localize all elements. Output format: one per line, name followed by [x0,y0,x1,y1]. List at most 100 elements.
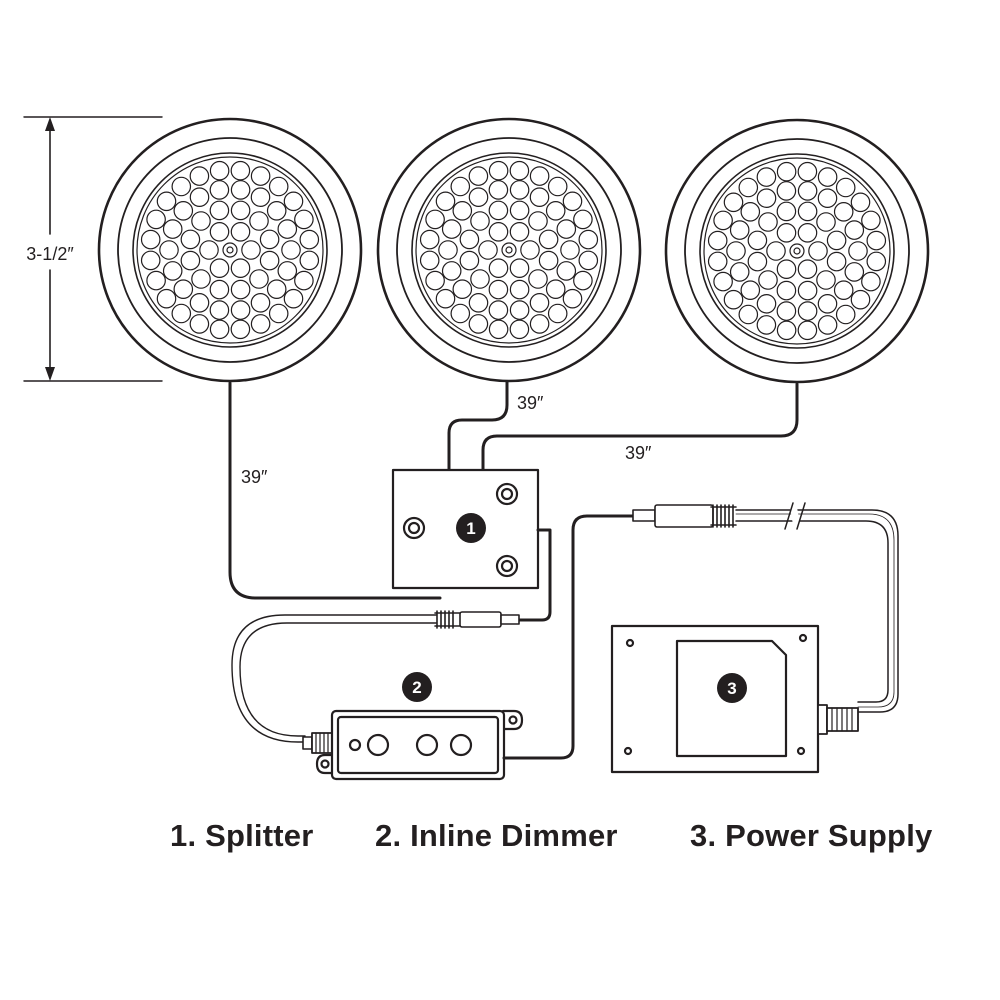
led [189,314,210,334]
led [189,292,210,313]
led [230,160,251,181]
led [547,176,568,197]
led [209,160,230,181]
led [538,250,559,271]
led [509,300,530,320]
led [833,202,854,222]
led [277,219,298,239]
led [162,261,183,281]
led [776,259,797,279]
led [209,279,230,300]
puck-center-dot [793,247,801,255]
led [817,188,838,208]
led [509,222,530,242]
cable-left-light [228,381,442,600]
led [797,201,818,222]
puck-outer-rim [376,117,642,383]
led [470,211,490,231]
led [191,269,211,289]
led [209,258,230,278]
puck-outer-rim [664,118,930,384]
puck-center-dot [226,246,234,254]
led [835,177,856,198]
led [578,250,599,271]
led [156,191,177,212]
led [250,292,271,313]
led [283,191,304,212]
led [468,166,489,186]
led [450,176,471,197]
led [162,219,183,239]
puck-lens-ring [132,152,328,348]
led [488,200,509,221]
led [776,301,797,321]
led [560,240,580,260]
led [766,241,786,261]
led [797,320,818,341]
led [850,289,871,310]
cable-middle-light [447,380,509,474]
led [776,181,797,201]
puck-bezel [117,137,343,363]
led [266,201,287,221]
led [509,279,530,300]
led [776,201,797,222]
svg-text:2: 2 [412,678,421,697]
led [528,211,548,231]
svg-text:1: 1 [466,519,475,538]
cable-label-middle: 39″ [517,393,544,413]
led [230,180,251,200]
led [723,289,744,310]
badge-splitter: 1 [456,513,486,543]
led [520,240,540,260]
led [189,166,210,186]
led [146,270,166,291]
led [250,187,271,207]
led [435,191,456,212]
led [250,166,271,186]
led [230,300,251,320]
power-input-connector [632,504,737,528]
cable-label-right: 39″ [625,443,652,463]
led [817,167,838,187]
led [707,230,728,251]
led [199,240,219,260]
led [756,167,777,187]
splitter-output-cable [517,528,552,622]
led [156,288,177,309]
led [459,250,480,271]
led [776,280,797,301]
led [249,269,269,289]
dimmer-output-cable [502,514,635,760]
led [529,292,550,313]
led [266,279,287,299]
led [729,262,750,282]
led [848,241,868,261]
led [861,210,881,231]
power-supply [610,624,859,774]
led [450,303,471,324]
led [501,242,517,258]
led [817,293,838,314]
led [562,191,583,212]
led [241,240,261,260]
led [419,229,440,250]
led [209,300,230,320]
led [419,250,440,271]
led [468,187,489,207]
puck-light-right [664,118,930,384]
led [488,180,509,200]
led [146,209,166,230]
led [488,160,509,181]
led [478,240,498,260]
led [529,187,550,207]
led [281,240,301,260]
led [250,314,271,334]
led [747,251,768,272]
led [726,241,746,261]
led [850,192,871,213]
led [488,319,509,340]
led [797,161,818,182]
led [509,160,530,181]
led [488,222,509,242]
